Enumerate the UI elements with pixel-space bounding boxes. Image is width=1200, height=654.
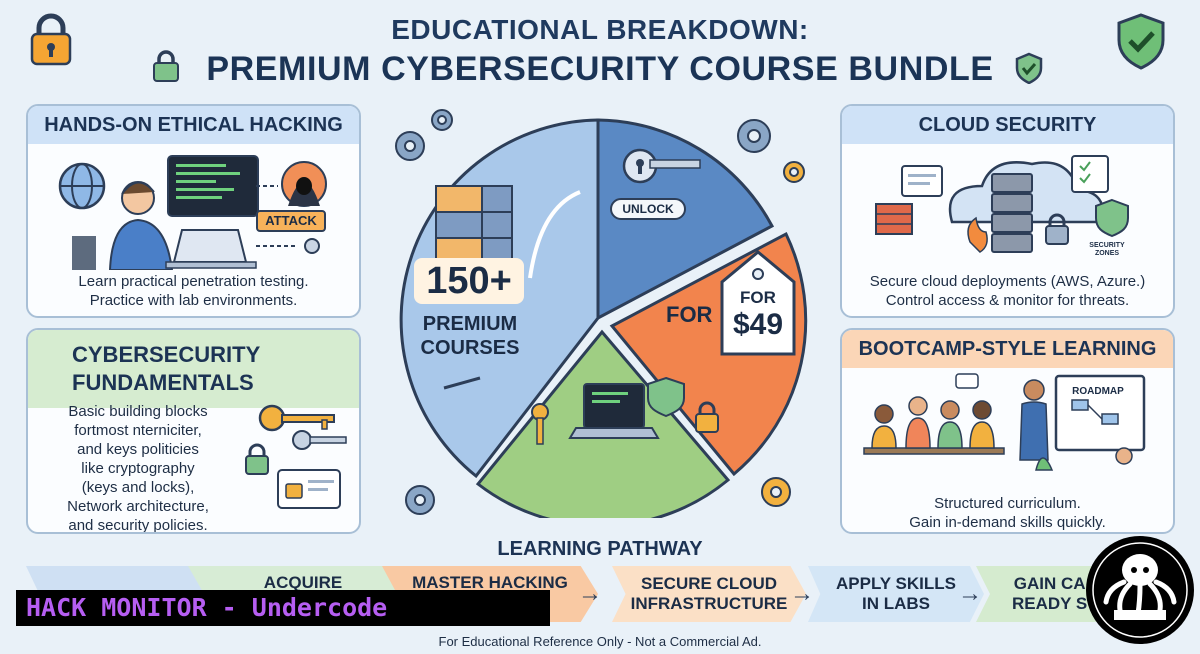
ethical-text-line1: Learn practical penetration testing. [78, 273, 309, 290]
classroom-illustration [863, 373, 1146, 471]
ethical-hacking-text: Learn practical penetration testing. Pra… [28, 272, 359, 310]
gear-icon [737, 119, 771, 153]
fundamentals-heading-line2: FUNDAMENTALS [72, 370, 254, 395]
padlock-icon-small [153, 50, 179, 82]
fund-text-line2: fortmost nterniciter, [74, 422, 202, 439]
courses-label-line2: COURSES [420, 337, 520, 359]
gear-icon [761, 477, 791, 507]
unlock-label: UNLOCK [610, 198, 686, 220]
bootcamp-text-line2: Gain in-demand skills quickly. [909, 514, 1106, 531]
gear-icon [431, 109, 453, 131]
learning-pathway-title: LEARNING PATHWAY [497, 538, 703, 560]
bootcamp-text: Structured curriculum. Gain in-demand sk… [842, 494, 1173, 532]
fund-text-line3: and keys politicies [77, 441, 199, 458]
for-label: FOR [666, 302, 713, 327]
bootcamp-heading: BOOTCAMP-STYLE LEARNING [842, 330, 1173, 368]
cloud-security-panel: CLOUD SECURITY SECURITY ZONES Secure clo… [840, 104, 1175, 318]
cloud-text-line2: Control access & monitor for threats. [885, 292, 1130, 309]
watermark-banner: HACK MONITOR - Undercode [16, 590, 550, 626]
pathway-step-master-label: MASTER HACKING [412, 573, 568, 592]
fund-text-line6: Network architecture, [67, 498, 209, 515]
page-title-line2: PREMIUM CYBERSECURITY COURSE BUNDLE [206, 50, 994, 88]
keys-and-locks-illustration [245, 404, 347, 509]
fund-text-line5: (keys and locks), [81, 479, 195, 496]
arrow-right-icon: → [578, 580, 602, 607]
fund-text-line7: and security policies. [68, 517, 208, 534]
bootcamp-text-line1: Structured curriculum. [934, 495, 1081, 512]
fund-text-line1: Basic building blocks [68, 403, 208, 420]
security-zones-label: SECURITY ZONES [1089, 242, 1125, 257]
ethical-text-line2: Practice with lab environments. [89, 292, 298, 309]
gear-icon [395, 131, 425, 161]
pathway-apply-line1: APPLY SKILLS [836, 574, 956, 593]
courses-label: PREMIUM COURSES [408, 312, 532, 360]
pathway-secure-line2: INFRASTRUCTURE [630, 594, 788, 613]
fundamentals-panel: CYBERSECURITY FUNDAMENTALS Basic buildin… [26, 328, 361, 534]
fundamentals-heading: CYBERSECURITY FUNDAMENTALS [28, 330, 359, 408]
price-tag-icon [720, 250, 796, 356]
roadmap-board-label: ROADMAP [1072, 386, 1124, 397]
shield-check-icon [1117, 13, 1165, 70]
fundamentals-heading-line1: CYBERSECURITY [72, 342, 261, 367]
pathway-step-acquire-label: ACQUIRE [263, 573, 343, 592]
footer-disclaimer: For Educational Reference Only - Not a C… [438, 634, 762, 649]
cloud-servers-illustration [875, 155, 1129, 253]
attack-badge: ATTACK [256, 210, 326, 232]
cloud-text-line1: Secure cloud deployments (AWS, Azure.) [869, 273, 1146, 290]
shield-check-icon-small [1015, 52, 1043, 84]
cloud-security-heading: CLOUD SECURITY [842, 106, 1173, 144]
price-tag-for: FOR [740, 288, 776, 307]
bootcamp-panel: BOOTCAMP-STYLE LEARNING ROADMAP Structur… [840, 328, 1175, 534]
octopus-logo-icon [1086, 536, 1194, 644]
cloud-security-text: Secure cloud deployments (AWS, Azure.) C… [842, 272, 1173, 310]
courses-label-line1: PREMIUM [422, 313, 518, 335]
pathway-gain-line1: GAIN CA [1013, 574, 1086, 593]
ethical-hacking-panel: HANDS-ON ETHICAL HACKING ATTACK Learn pr… [26, 104, 361, 318]
gear-icon [783, 161, 805, 183]
price-value: $49 [732, 308, 784, 341]
arrow-right-icon: → [790, 580, 814, 607]
courses-count: 150+ [414, 258, 524, 304]
fundamentals-text: Basic building blocks fortmost nternicit… [38, 402, 238, 534]
pathway-gain-line2: READY S [1012, 594, 1088, 613]
gear-icon [405, 485, 435, 515]
padlock-icon [30, 13, 72, 66]
pathway-secure-line1: SECURE CLOUD [640, 574, 777, 593]
pathway-apply-line2: IN LABS [861, 594, 930, 613]
ethical-hacking-heading: HANDS-ON ETHICAL HACKING [28, 106, 359, 144]
hacker-laptop-illustration [58, 155, 327, 270]
arrow-right-icon: → [958, 580, 982, 607]
page-title-line1: EDUCATIONAL BREAKDOWN: [391, 14, 809, 45]
fund-text-line4: like cryptography [81, 460, 195, 477]
